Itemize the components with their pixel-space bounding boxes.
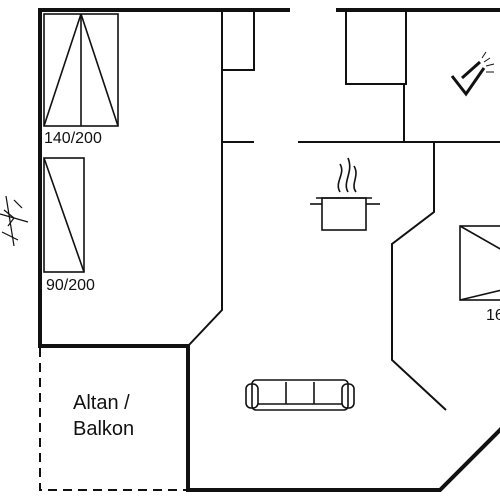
sofa-icon	[245, 379, 355, 411]
balcony-outline	[39, 348, 186, 491]
balcony-label-line2: Balkon	[73, 418, 135, 440]
shower-icon	[450, 51, 495, 97]
bed-size-label: 140/200	[44, 130, 102, 147]
compass-icon	[0, 195, 29, 247]
outer-walls	[38, 8, 500, 492]
balcony-label: Altan / Balkon	[73, 390, 134, 442]
bed-size-label: 90/200	[46, 277, 95, 294]
bed-size-label: 16	[486, 307, 500, 324]
bed-icon	[43, 157, 85, 273]
bed-icon	[459, 225, 500, 301]
balcony-label-line1: Altan /	[73, 392, 130, 414]
stove-pot-icon	[310, 157, 380, 231]
bed-icon	[43, 13, 119, 127]
interior-walls	[187, 12, 500, 411]
